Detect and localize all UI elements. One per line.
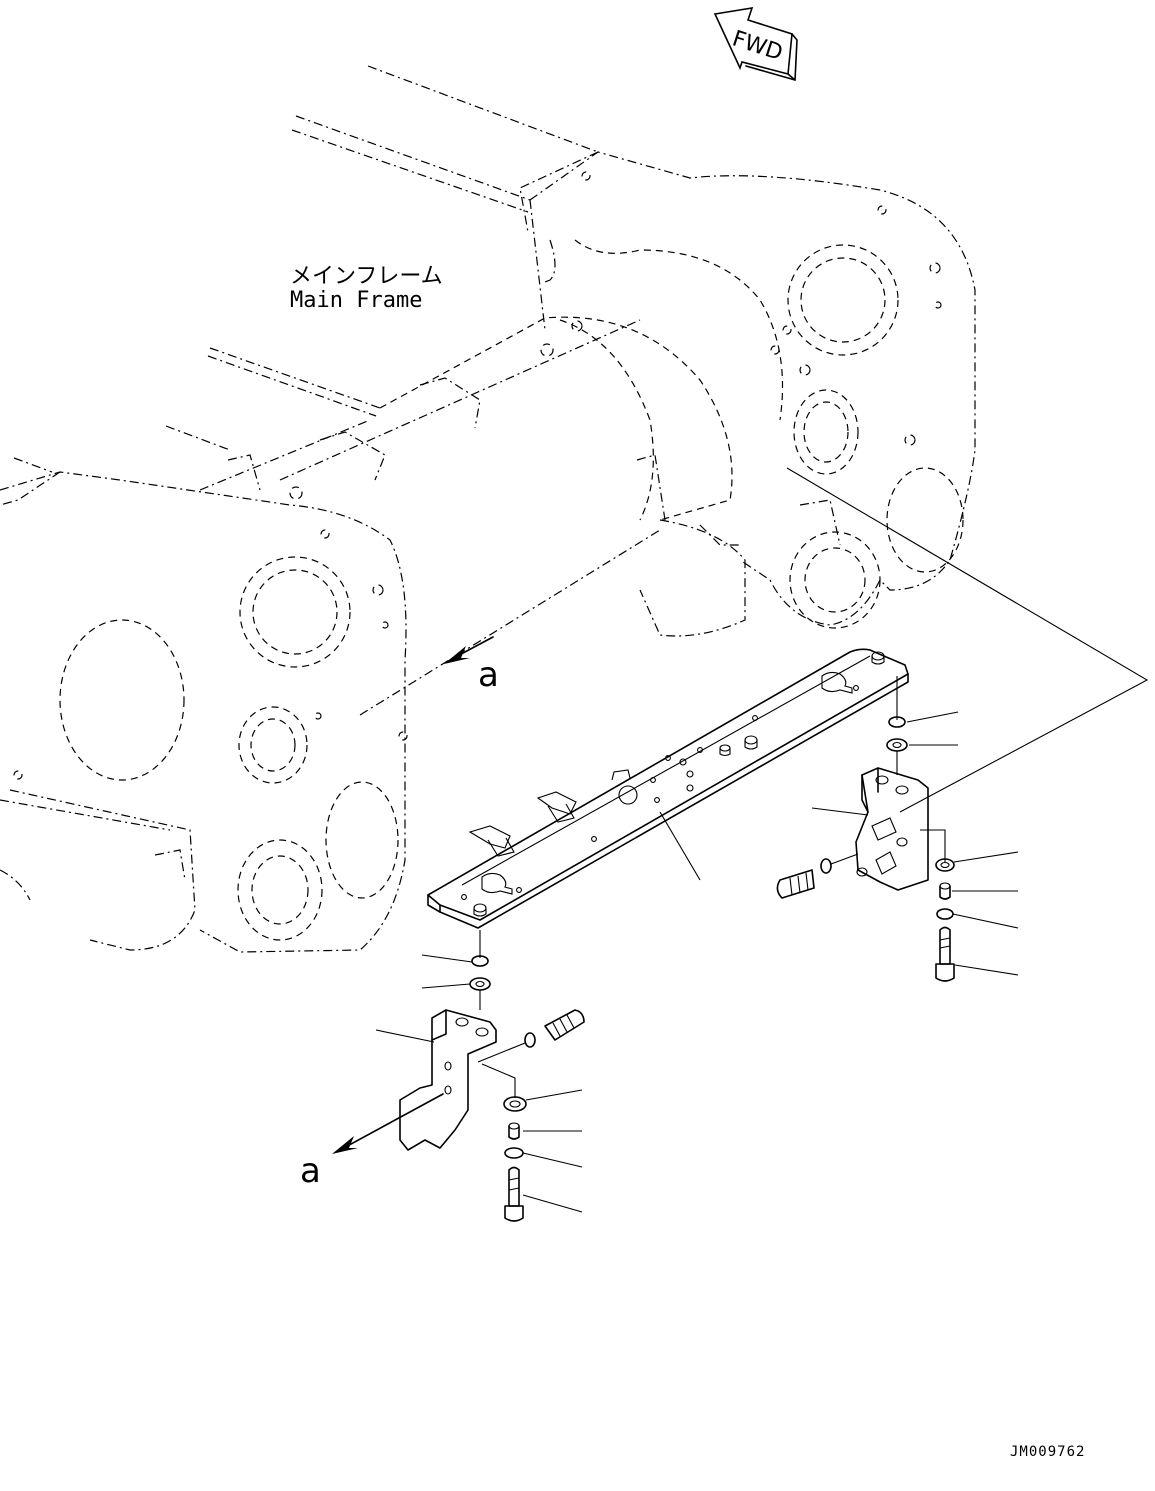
view-arrow-bottom: a (300, 1093, 444, 1191)
main-frame-label-en: Main Frame (290, 288, 422, 313)
view-arrow-top: a (444, 636, 499, 695)
cross-plate (427, 648, 909, 929)
main-frame-label-jp: メインフレーム (290, 264, 443, 289)
view-label-a-bottom: a (300, 1151, 321, 1191)
drawing-number: JM009762 (1010, 1444, 1085, 1460)
left-bracket (375, 930, 585, 1222)
view-label-a-top: a (478, 655, 499, 695)
fwd-arrow-icon: FWD (713, 6, 798, 81)
right-bracket (776, 676, 1019, 982)
main-frame-outline (0, 65, 976, 953)
